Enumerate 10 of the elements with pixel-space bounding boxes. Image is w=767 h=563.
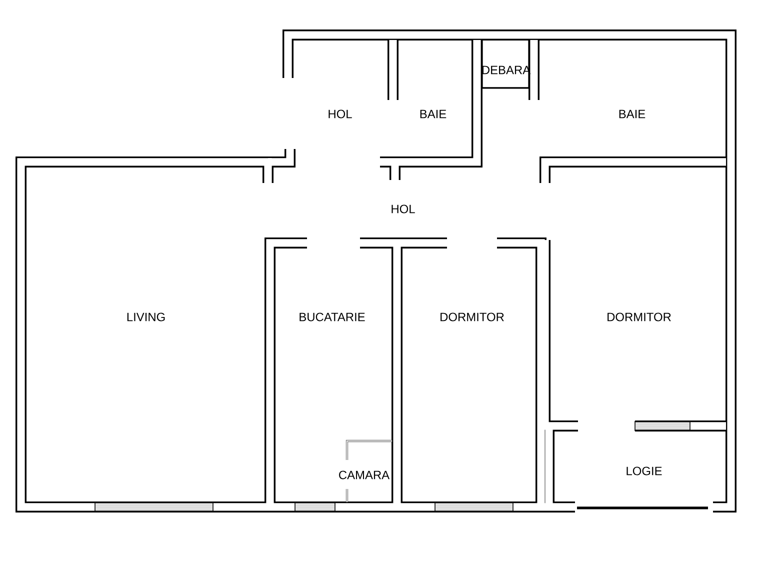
room-label: HOL [328, 110, 352, 118]
room-label: BAIE [420, 110, 446, 118]
room-label: DORMITOR [440, 312, 504, 322]
room-label: BUCATARIE [300, 312, 365, 322]
room-label: DORMITOR [608, 312, 671, 322]
room-label: CAMARA [339, 470, 390, 480]
room-label: LOGIE [626, 466, 662, 476]
room-label: HOL [392, 204, 415, 214]
room-label: BAIE [619, 110, 646, 118]
room-label: LIVING [127, 312, 165, 322]
